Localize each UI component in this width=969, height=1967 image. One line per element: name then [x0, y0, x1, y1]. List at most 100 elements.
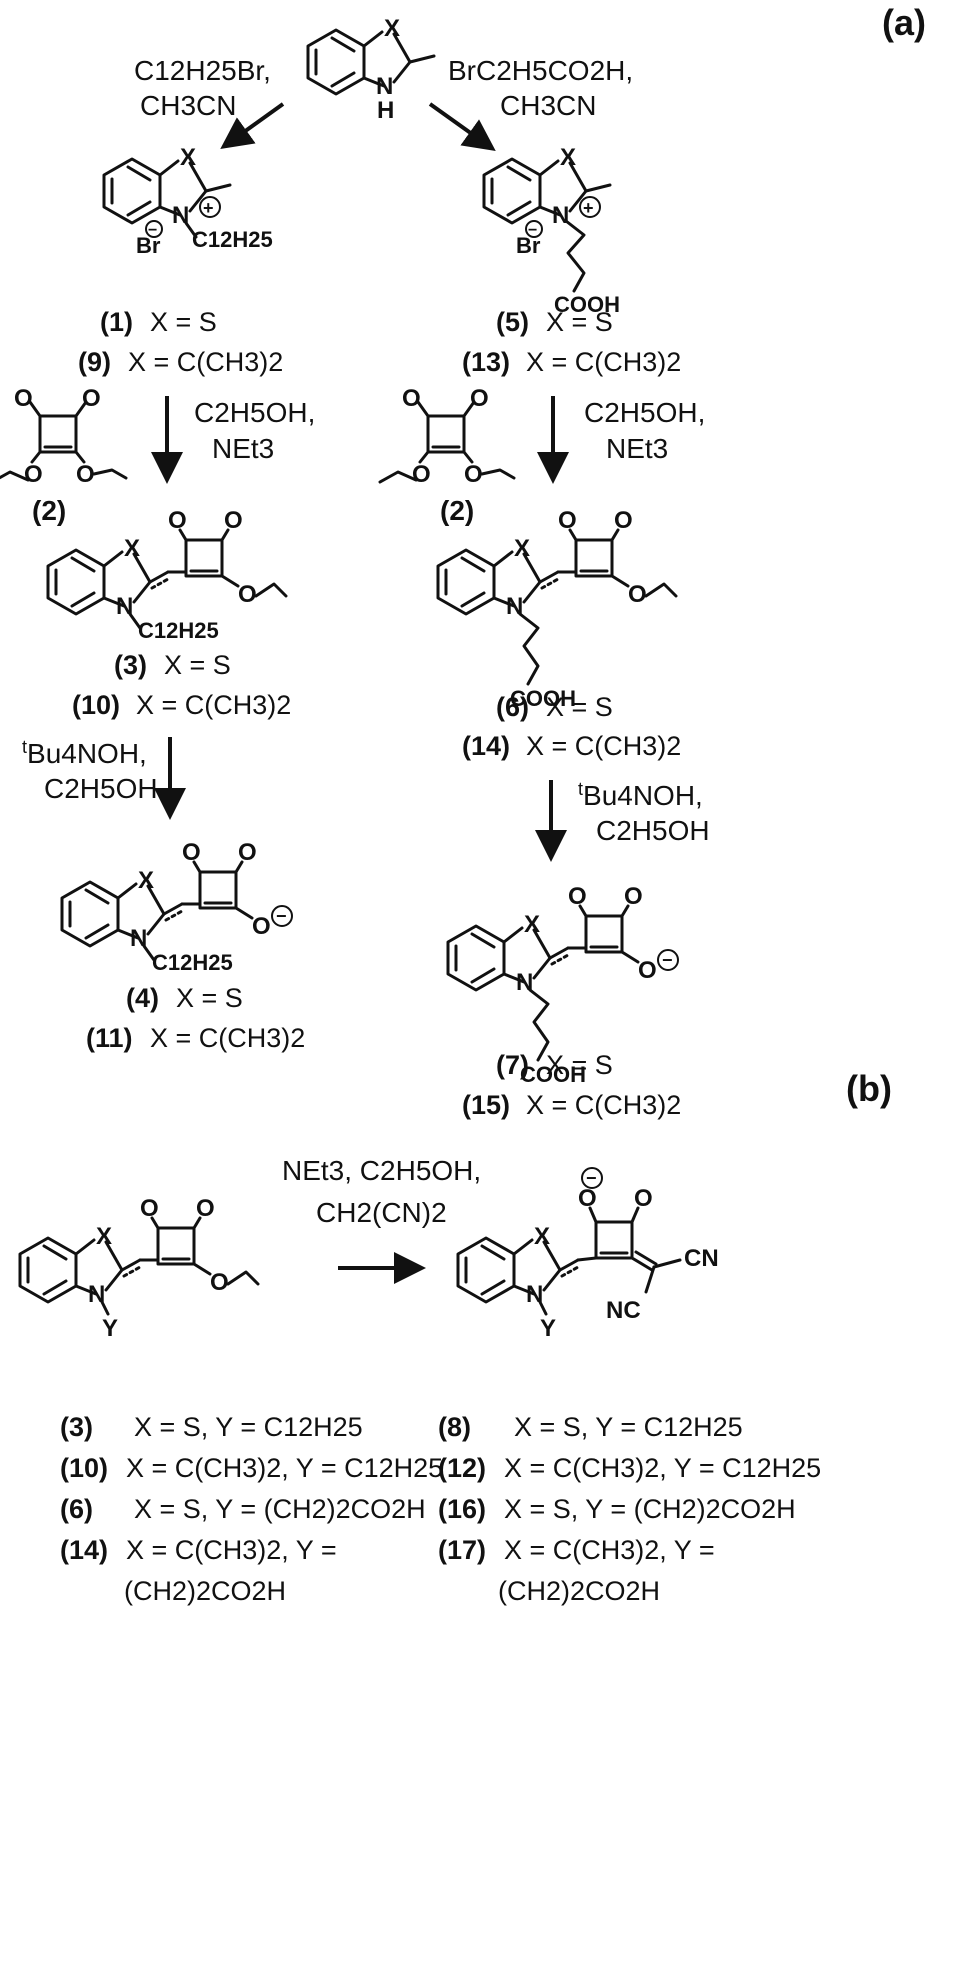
svg-text:O: O: [24, 461, 43, 488]
svg-text:X = C(CH3)2, Y = C12H25: X = C(CH3)2, Y = C12H25: [126, 1453, 443, 1483]
svg-text:O: O: [470, 385, 489, 412]
svg-text:C12H25: C12H25: [192, 227, 273, 252]
labels-b-left: (3) X = S, Y = C12H25 (10) X = C(CH3)2, …: [60, 1412, 443, 1606]
svg-text:O: O: [624, 883, 643, 910]
label-compound-13: (13) X = C(CH3)2: [462, 347, 681, 377]
svg-text:O: O: [140, 1195, 159, 1222]
svg-text:+: +: [583, 198, 594, 218]
squarate-left: O O O O: [0, 385, 128, 488]
svg-text:X = S: X = S: [164, 650, 231, 680]
svg-text:(8): (8): [438, 1412, 471, 1442]
svg-text:X: X: [514, 535, 530, 562]
svg-text:N: N: [172, 202, 189, 229]
svg-text:X: X: [124, 535, 140, 562]
labels-b-right: (8) X = S, Y = C12H25 (12) X = C(CH3)2, …: [438, 1412, 821, 1606]
svg-text:(CH2)2CO2H: (CH2)2CO2H: [124, 1576, 286, 1606]
svg-text:O: O: [634, 1185, 653, 1212]
label-compound-5: (5) X = S: [496, 307, 613, 337]
svg-text:X = C(CH3)2: X = C(CH3)2: [128, 347, 283, 377]
svg-text:(3): (3): [60, 1412, 93, 1442]
label-compound-1: (1) X = S: [100, 307, 217, 337]
arrow-alkylation-left: [220, 102, 285, 149]
svg-text:X: X: [560, 144, 576, 171]
svg-text:NEt3: NEt3: [606, 433, 668, 464]
svg-text:C12H25Br,: C12H25Br,: [134, 55, 271, 86]
svg-text:(10): (10): [72, 690, 120, 720]
svg-text:(6): (6): [496, 692, 529, 722]
svg-text:X: X: [180, 144, 196, 171]
structure-b-reactant: X N Y O O O: [18, 1195, 260, 1342]
svg-text:X = S, Y = (CH2)2CO2H: X = S, Y = (CH2)2CO2H: [504, 1494, 796, 1524]
svg-text:X = C(CH3)2, Y = C12H25: X = C(CH3)2, Y = C12H25: [504, 1453, 821, 1483]
svg-text:C2H5OH,: C2H5OH,: [194, 397, 315, 428]
svg-text:−: −: [276, 906, 287, 926]
label-compound-10: (10) X = C(CH3)2: [72, 690, 291, 720]
svg-text:O: O: [196, 1195, 215, 1222]
conditions-hydrolysis-right: tBu4NOH, C2H5OH: [578, 779, 710, 846]
label-compound-4: (4) X = S: [126, 983, 243, 1013]
label-compound-7: (7) X = S: [496, 1050, 613, 1080]
label-compound-2-left: (2): [32, 495, 66, 526]
structure-7-15: X N COOH O O O −: [446, 883, 679, 1087]
label-compound-15: (15) X = C(CH3)2: [462, 1090, 681, 1120]
panel-label-a: (a): [882, 2, 926, 43]
svg-text:CH3CN: CH3CN: [500, 90, 596, 121]
label-compound-11: (11) X = C(CH3)2: [86, 1023, 305, 1053]
svg-text:(3): (3): [114, 650, 147, 680]
svg-text:tBu4NOH,: tBu4NOH,: [578, 779, 703, 811]
svg-text:X: X: [384, 15, 400, 42]
svg-text:X = S, Y = C12H25: X = S, Y = C12H25: [514, 1412, 743, 1442]
svg-text:tBu4NOH,: tBu4NOH,: [22, 737, 147, 769]
svg-text:(11): (11): [86, 1023, 133, 1053]
svg-text:COOH: COOH: [554, 292, 620, 317]
svg-text:X: X: [524, 911, 540, 938]
svg-text:−: −: [662, 950, 673, 970]
svg-text:(10): (10): [60, 1453, 108, 1483]
svg-text:H: H: [377, 97, 394, 124]
label-compound-3: (3) X = S: [114, 650, 231, 680]
svg-text:O: O: [82, 385, 101, 412]
svg-text:O: O: [638, 957, 657, 984]
svg-text:O: O: [568, 883, 587, 910]
label-compound-2-right: (2): [440, 495, 474, 526]
svg-text:X = C(CH3)2: X = C(CH3)2: [526, 347, 681, 377]
svg-text:CH3CN: CH3CN: [140, 90, 236, 121]
svg-text:X = S, Y = (CH2)2CO2H: X = S, Y = (CH2)2CO2H: [134, 1494, 426, 1524]
conditions-hydrolysis-left: tBu4NOH, C2H5OH: [22, 737, 158, 804]
structure-5-13: X N + Br − COOH: [482, 144, 620, 317]
svg-text:X = C(CH3)2, Y =: X = C(CH3)2, Y =: [126, 1535, 337, 1565]
svg-text:X: X: [534, 1223, 550, 1250]
svg-text:(14): (14): [462, 731, 510, 761]
svg-text:C2H5OH: C2H5OH: [596, 815, 710, 846]
svg-text:NC: NC: [606, 1297, 641, 1324]
svg-text:O: O: [578, 1185, 597, 1212]
svg-text:C2H5OH: C2H5OH: [44, 773, 158, 804]
svg-text:(7): (7): [496, 1050, 529, 1080]
svg-text:X: X: [96, 1223, 112, 1250]
svg-text:(16): (16): [438, 1494, 486, 1524]
structure-6-14: X N COOH O O O: [436, 507, 678, 711]
svg-text:O: O: [76, 461, 95, 488]
svg-text:O: O: [402, 385, 421, 412]
svg-text:O: O: [224, 507, 243, 534]
svg-text:O: O: [412, 461, 431, 488]
svg-text:X = C(CH3)2, Y =: X = C(CH3)2, Y =: [504, 1535, 715, 1565]
svg-text:Y: Y: [540, 1315, 556, 1342]
svg-text:NEt3: NEt3: [212, 433, 274, 464]
svg-text:O: O: [558, 507, 577, 534]
svg-text:(17): (17): [438, 1535, 486, 1565]
conditions-condensation-right: C2H5OH, NEt3: [584, 397, 705, 464]
svg-text:−: −: [528, 222, 537, 239]
conditions-malononitrile: NEt3, C2H5OH, CH2(CN)2: [282, 1155, 481, 1228]
conditions-alkylation-left: C12H25Br, CH3CN: [134, 55, 271, 121]
svg-text:−: −: [586, 1168, 597, 1188]
structure-3-10: X N C12H25 O O O: [46, 507, 288, 643]
structure-b-product: X N Y O − O CN NC: [456, 1167, 719, 1342]
svg-text:O: O: [238, 581, 257, 608]
svg-text:O: O: [210, 1269, 229, 1296]
svg-text:(4): (4): [126, 983, 159, 1013]
svg-text:O: O: [614, 507, 633, 534]
svg-text:X = S: X = S: [546, 692, 613, 722]
svg-text:X: X: [138, 867, 154, 894]
